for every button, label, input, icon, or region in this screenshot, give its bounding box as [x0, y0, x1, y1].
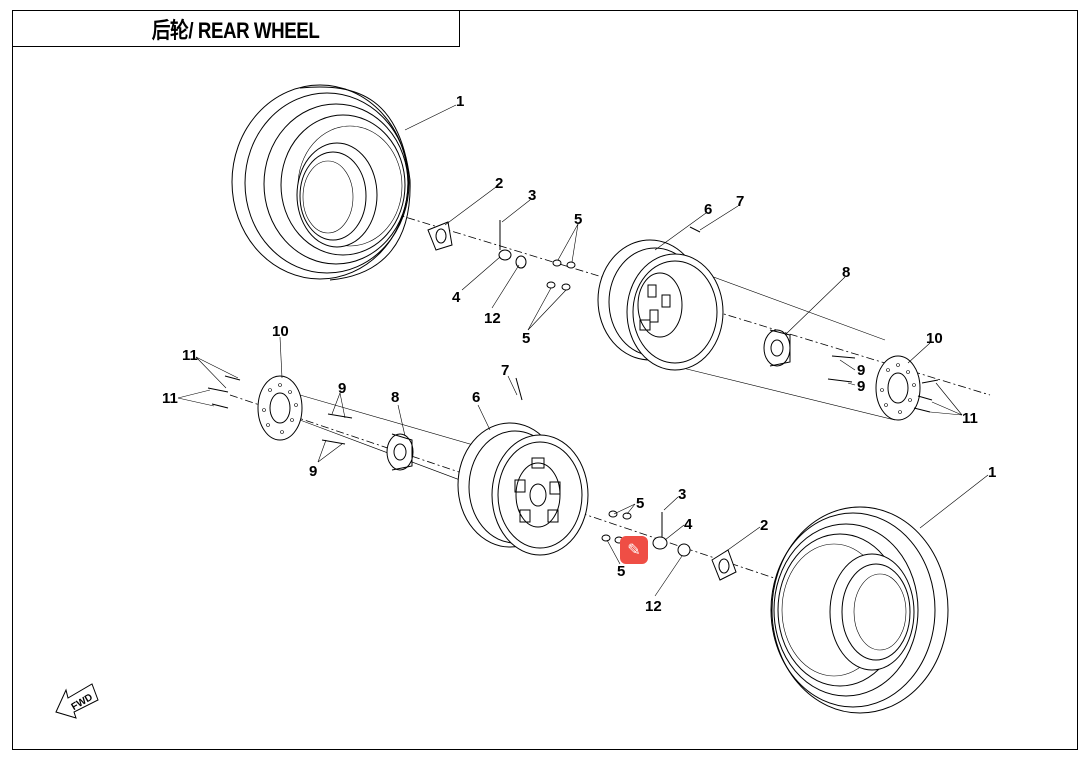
rim-bottom	[457, 422, 589, 556]
hub-cap-bottom	[711, 549, 737, 581]
hub-right	[763, 329, 791, 367]
title-box: 后轮/ REAR WHEEL	[12, 10, 460, 47]
callout-9: 9	[309, 463, 317, 480]
callout-6: 6	[472, 389, 480, 406]
callout-1: 1	[988, 464, 996, 481]
callout-5: 5	[636, 495, 644, 512]
callout-6: 6	[704, 201, 712, 218]
callout-9: 9	[338, 380, 346, 397]
callout-1: 1	[456, 93, 464, 110]
callout-11: 11	[962, 410, 978, 427]
callout-3: 3	[678, 486, 686, 503]
callout-9: 9	[857, 378, 865, 395]
drawing-frame	[12, 10, 1078, 750]
callout-10: 10	[272, 323, 289, 340]
brake-disc-right	[875, 355, 921, 421]
tire-top-left	[231, 84, 411, 281]
magic-edit-button[interactable]: ✎	[620, 536, 648, 564]
page-title: 后轮/ REAR WHEEL	[152, 17, 320, 43]
leader-lines	[177, 104, 989, 597]
callout-4: 4	[452, 289, 461, 306]
hub-left	[386, 433, 414, 471]
callout-5: 5	[617, 563, 625, 580]
callout-5: 5	[574, 211, 582, 228]
magic-edit-icon: ✎	[627, 542, 641, 559]
callouts: 1 2 3 4 12 5 5 6 7 8 10 9 9 11 10 11 11 …	[162, 93, 996, 615]
callout-8: 8	[391, 389, 399, 406]
callout-4: 4	[684, 516, 693, 533]
callout-2: 2	[760, 517, 768, 534]
callout-12: 12	[645, 598, 662, 615]
callout-3: 3	[528, 187, 536, 204]
callout-7: 7	[501, 362, 509, 379]
tire-bottom-right	[770, 506, 949, 714]
callout-11: 11	[182, 347, 198, 364]
forward-arrow-icon: FWD	[55, 683, 99, 719]
small-parts	[207, 220, 939, 557]
callout-12: 12	[484, 310, 501, 327]
callout-11: 11	[162, 390, 178, 407]
callout-7: 7	[736, 193, 744, 210]
callout-9: 9	[857, 362, 865, 379]
callout-2: 2	[495, 175, 503, 192]
hub-cap-top	[427, 221, 453, 251]
rim-top	[597, 239, 724, 371]
callout-5: 5	[522, 330, 530, 347]
callout-10: 10	[926, 330, 943, 347]
brake-disc-left	[257, 375, 303, 441]
callout-8: 8	[842, 264, 850, 281]
